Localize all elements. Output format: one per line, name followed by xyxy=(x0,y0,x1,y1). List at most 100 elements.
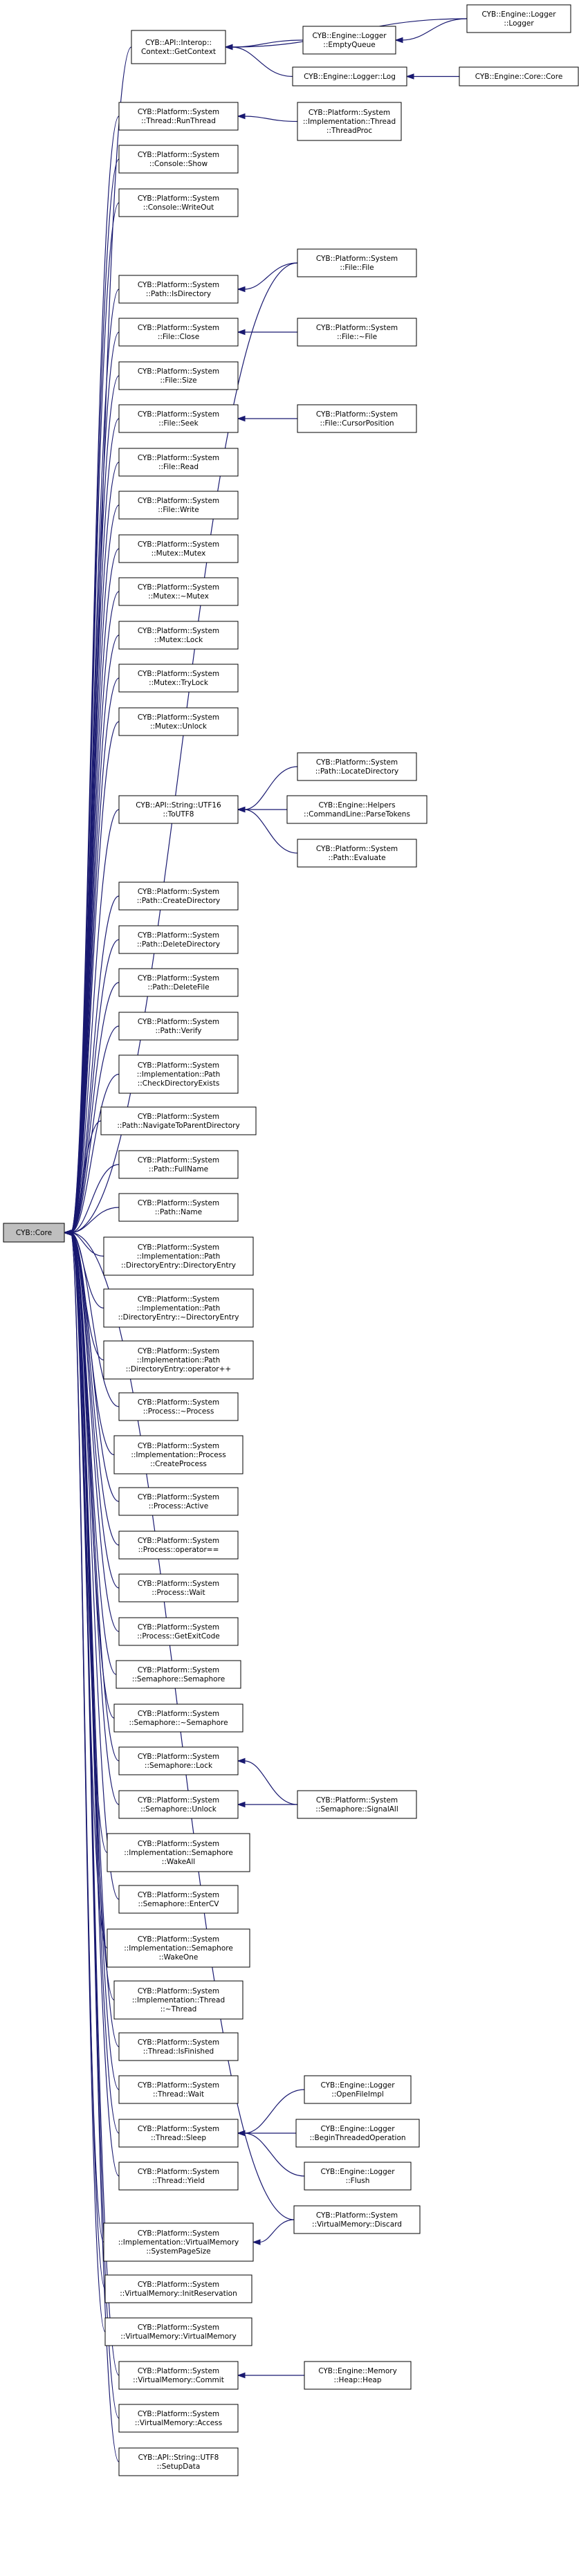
node-processactive[interactable]: CYB::Platform::System::Process::Active xyxy=(118,1487,239,1516)
node-box xyxy=(104,2274,252,2303)
node-signalall[interactable]: CYB::Platform::System::Semaphore::Signal… xyxy=(297,1790,417,1819)
node-filewrite[interactable]: CYB::Platform::System::File::Write xyxy=(118,491,239,520)
node-processeq[interactable]: CYB::Platform::System::Process::operator… xyxy=(118,1531,239,1560)
node-label: CYB::Platform::System xyxy=(138,1398,219,1407)
node-createprocess[interactable]: CYB::Platform::System::Implementation::P… xyxy=(113,1435,243,1474)
node-threadyield[interactable]: CYB::Platform::System::Thread::Yield xyxy=(118,2162,239,2191)
node-semlock[interactable]: CYB::Platform::System::Semaphore::Lock xyxy=(118,1746,239,1775)
edge-line xyxy=(70,1232,120,1502)
node-loggerlogger[interactable]: CYB::Engine::Logger::Logger xyxy=(466,4,571,33)
node-consolewriteout[interactable]: CYB::Platform::System::Console::WriteOut xyxy=(118,188,239,217)
node-label: ::Mutex::Unlock xyxy=(150,722,208,731)
node-label: CYB::API::String::UTF8 xyxy=(138,2454,219,2462)
node-fileseek[interactable]: CYB::Platform::System::File::Seek xyxy=(118,404,239,433)
node-mutexunlock[interactable]: CYB::Platform::System::Mutex::Unlock xyxy=(118,707,239,736)
node-pathverify[interactable]: CYB::Platform::System::Path::Verify xyxy=(118,1012,239,1041)
node-box xyxy=(113,1703,243,1733)
node-checkdirexists[interactable]: CYB::Platform::System::Implementation::P… xyxy=(118,1054,239,1094)
node-toutf8[interactable]: CYB::API::String::UTF16::ToUTF8 xyxy=(118,795,239,824)
node-box xyxy=(118,2361,239,2390)
node-fullname[interactable]: CYB::Platform::System::Path::FullName xyxy=(118,1150,239,1179)
node-mutexmutex[interactable]: CYB::Platform::System::Mutex::Mutex xyxy=(118,534,239,563)
node-threadsleep[interactable]: CYB::Platform::System::Thread::Sleep xyxy=(118,2119,239,2148)
node-parsetokens[interactable]: CYB::Engine::Helpers::CommandLine::Parse… xyxy=(286,795,428,824)
node-consoleshow[interactable]: CYB::Platform::System::Console::Show xyxy=(118,145,239,174)
node-direntryinc[interactable]: CYB::Platform::System::Implementation::P… xyxy=(103,1340,254,1380)
node-implthreaddtor[interactable]: CYB::Platform::System::Implementation::T… xyxy=(113,1980,243,2020)
node-syspagesize[interactable]: CYB::Platform::System::Implementation::V… xyxy=(103,2222,254,2262)
node-cursorposition[interactable]: CYB::Platform::System::File::CursorPosit… xyxy=(297,404,417,433)
node-mutextrylock[interactable]: CYB::Platform::System::Mutex::TryLock xyxy=(118,664,239,693)
node-label: ::Semaphore::EnterCV xyxy=(138,1900,220,1908)
edge-arrowhead xyxy=(237,329,246,336)
node-threadwait[interactable]: CYB::Platform::System::Thread::Wait xyxy=(118,2075,239,2104)
node-vmaccess[interactable]: CYB::Platform::System::VirtualMemory::Ac… xyxy=(118,2404,239,2433)
node-runthread[interactable]: CYB::Platform::System::Thread::RunThread xyxy=(118,102,239,131)
node-isfinished[interactable]: CYB::Platform::System::Thread::IsFinishe… xyxy=(118,2032,239,2061)
node-semctor[interactable]: CYB::Platform::System::Semaphore::Semaph… xyxy=(116,1660,241,1689)
node-beginthreaded[interactable]: CYB::Engine::Logger::BeginThreadedOperat… xyxy=(295,2119,420,2148)
node-filesize[interactable]: CYB::Platform::System::File::Size xyxy=(118,361,239,390)
node-mutexdtor[interactable]: CYB::Platform::System::Mutex::~Mutex xyxy=(118,577,239,606)
node-getexitcode[interactable]: CYB::Platform::System::Process::GetExitC… xyxy=(118,1617,239,1646)
node-emptyqueue[interactable]: CYB::Engine::Logger::EmptyQueue xyxy=(302,26,396,55)
node-openfileimpl[interactable]: CYB::Engine::Logger::OpenFileImpl xyxy=(304,2075,412,2104)
node-box xyxy=(118,1617,239,1646)
node-setupdata[interactable]: CYB::API::String::UTF8::SetupData xyxy=(118,2447,239,2476)
node-vmctor[interactable]: CYB::Platform::System::VirtualMemory::Vi… xyxy=(104,2317,252,2346)
node-label: CYB::Platform::System xyxy=(316,410,398,419)
node-semunlock[interactable]: CYB::Platform::System::Semaphore::Unlock xyxy=(118,1790,239,1819)
node-box xyxy=(118,491,239,520)
node-locatedirectory[interactable]: CYB::Platform::System::Path::LocateDirec… xyxy=(297,752,417,781)
node-label: CYB::Platform::System xyxy=(138,670,219,678)
node-semdtor[interactable]: CYB::Platform::System::Semaphore::~Semap… xyxy=(113,1703,243,1733)
node-box xyxy=(131,30,226,64)
node-label: ::Process::operator== xyxy=(138,1546,219,1554)
node-navigateparent[interactable]: CYB::Platform::System::Path::NavigateToP… xyxy=(100,1106,257,1135)
node-filefile[interactable]: CYB::Platform::System::File::File xyxy=(297,248,417,277)
node-vmcommit[interactable]: CYB::Platform::System::VirtualMemory::Co… xyxy=(118,2361,239,2390)
edge-line xyxy=(70,1025,120,1234)
edge-line xyxy=(243,116,298,122)
node-initreservation[interactable]: CYB::Platform::System::VirtualMemory::In… xyxy=(104,2274,252,2303)
node-deletedirectory[interactable]: CYB::Platform::System::Path::DeleteDirec… xyxy=(118,925,239,954)
node-label: CYB::Platform::System xyxy=(138,1295,219,1304)
node-pathname[interactable]: CYB::Platform::System::Path::Name xyxy=(118,1193,239,1222)
node-getcontext[interactable]: CYB::API::Interop::Context::GetContext xyxy=(131,30,226,64)
node-fileread[interactable]: CYB::Platform::System::File::Read xyxy=(118,448,239,477)
node-entercv[interactable]: CYB::Platform::System::Semaphore::EnterC… xyxy=(118,1885,239,1914)
node-enginecore[interactable]: CYB::Engine::Core::Core xyxy=(459,66,579,86)
node-wakeone[interactable]: CYB::Platform::System::Implementation::S… xyxy=(107,1928,250,1968)
node-filedtor[interactable]: CYB::Platform::System::File::~File xyxy=(297,318,417,347)
node-box xyxy=(100,1106,257,1135)
node-box xyxy=(103,1236,254,1276)
node-vmdiscard[interactable]: CYB::Platform::System::VirtualMemory::Di… xyxy=(293,2205,421,2234)
node-processdtor[interactable]: CYB::Platform::System::Process::~Process xyxy=(118,1392,239,1421)
node-label: ::VirtualMemory::Access xyxy=(135,2419,222,2427)
node-loggerlog[interactable]: CYB::Engine::Logger::Log xyxy=(292,66,407,86)
node-mutexlock[interactable]: CYB::Platform::System::Mutex::Lock xyxy=(118,621,239,650)
node-direntrydtor[interactable]: CYB::Platform::System::Implementation::P… xyxy=(103,1288,254,1328)
node-label: CYB::Platform::System xyxy=(138,2125,219,2133)
node-direntryctor[interactable]: CYB::Platform::System::Implementation::P… xyxy=(103,1236,254,1276)
node-label: ::Mutex::Mutex xyxy=(151,549,206,558)
node-label: ::Path::Name xyxy=(155,1208,202,1216)
node-wakeall[interactable]: CYB::Platform::System::Implementation::S… xyxy=(107,1833,250,1872)
node-core[interactable]: CYB::Core xyxy=(3,1223,65,1243)
node-threadproc[interactable]: CYB::Platform::System::Implementation::T… xyxy=(297,102,402,141)
node-label: CYB::Platform::System xyxy=(138,1243,219,1252)
edge-arrowhead xyxy=(237,1801,246,1808)
node-label: ::Process::~Process xyxy=(143,1407,214,1416)
node-label: CYB::Platform::System xyxy=(138,367,219,376)
node-processwait[interactable]: CYB::Platform::System::Process::Wait xyxy=(118,1573,239,1602)
node-loggerflush[interactable]: CYB::Engine::Logger::Flush xyxy=(304,2162,412,2191)
node-heapheap[interactable]: CYB::Engine::Memory::Heap::Heap xyxy=(304,2361,412,2390)
node-box xyxy=(118,2447,239,2476)
node-pathevaluate[interactable]: CYB::Platform::System::Path::Evaluate xyxy=(297,839,417,868)
node-label: CYB::API::Interop:: xyxy=(145,39,212,47)
node-isdirectory[interactable]: CYB::Platform::System::Path::IsDirectory xyxy=(118,275,239,304)
node-box xyxy=(103,1288,254,1328)
node-createdirectory[interactable]: CYB::Platform::System::Path::CreateDirec… xyxy=(118,881,239,911)
node-deletefile[interactable]: CYB::Platform::System::Path::DeleteFile xyxy=(118,968,239,997)
node-fileclose[interactable]: CYB::Platform::System::File::Close xyxy=(118,318,239,347)
